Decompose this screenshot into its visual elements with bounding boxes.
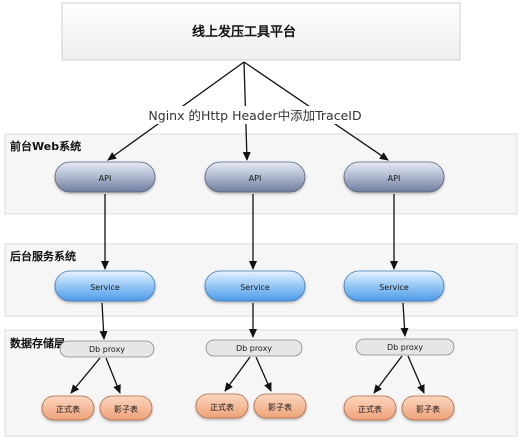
api-label-1: API	[99, 174, 112, 183]
arrow-proxy-to-shadow-table-1	[105, 357, 121, 394]
main-table-node-3	[343, 395, 397, 421]
arrow-proxy-to-main-table-3	[373, 355, 403, 394]
service-node-2	[204, 270, 306, 302]
proxy-node-2	[205, 339, 303, 357]
proxy-label-2: Db proxy	[236, 344, 272, 353]
service-label-2: Service	[240, 283, 270, 292]
main-table-node-2	[195, 393, 249, 419]
service-label-3: Service	[379, 283, 409, 292]
proxy-node-1	[59, 340, 155, 358]
layer-label-service: 后台服务系统	[10, 249, 76, 263]
service-node-3	[343, 270, 445, 302]
annotation-text: Nginx 的Http Header中添加TraceID	[148, 108, 361, 123]
shadow-table-node-1	[99, 395, 153, 421]
platform-box: 线上发压工具平台	[61, 2, 461, 61]
main-table-label-2: 正式表	[210, 402, 234, 412]
main-table-node-1	[41, 395, 95, 421]
api-label-2: API	[249, 174, 262, 183]
column-3: API Service Db proxy 正式表 影子表	[343, 161, 455, 421]
api-node-2	[204, 161, 306, 193]
platform-box-frame	[61, 2, 461, 61]
arrow-proxy-to-main-table-2	[224, 356, 251, 392]
platform-title: 线上发压工具平台	[192, 24, 296, 40]
proxy-label-3: Db proxy	[387, 343, 423, 352]
main-table-label-3: 正式表	[358, 404, 382, 414]
annotation-backdrop	[136, 106, 376, 124]
proxy-node-3	[355, 338, 455, 356]
service-label-1: Service	[90, 283, 120, 292]
arrow-service-to-proxy-3	[400, 302, 409, 337]
shadow-table-label-1: 影子表	[114, 404, 138, 414]
layer-label-storage: 数据存储层	[10, 336, 65, 350]
shadow-table-node-2	[253, 393, 307, 419]
arrow-proxy-to-shadow-table-3	[407, 355, 425, 394]
api-node-1	[54, 161, 156, 193]
layer-label-web: 前台Web系统	[10, 139, 81, 153]
arrow-service-to-proxy-1	[99, 302, 108, 340]
arrow-proxy-to-shadow-table-2	[255, 356, 272, 392]
arrow-proxy-to-main-table-1	[70, 357, 101, 394]
shadow-table-label-2: 影子表	[268, 402, 292, 412]
main-table-label-1: 正式表	[56, 404, 80, 414]
api-node-3	[343, 161, 445, 193]
column-1: API Service Db proxy 正式表 影子表	[41, 161, 156, 421]
shadow-table-node-3	[401, 395, 455, 421]
shadow-table-label-3: 影子表	[416, 404, 440, 414]
proxy-label-1: Db proxy	[89, 345, 125, 354]
api-label-3: API	[388, 174, 401, 183]
column-2: API Service Db proxy 正式表 影子表	[195, 161, 307, 419]
service-node-1	[54, 270, 156, 302]
